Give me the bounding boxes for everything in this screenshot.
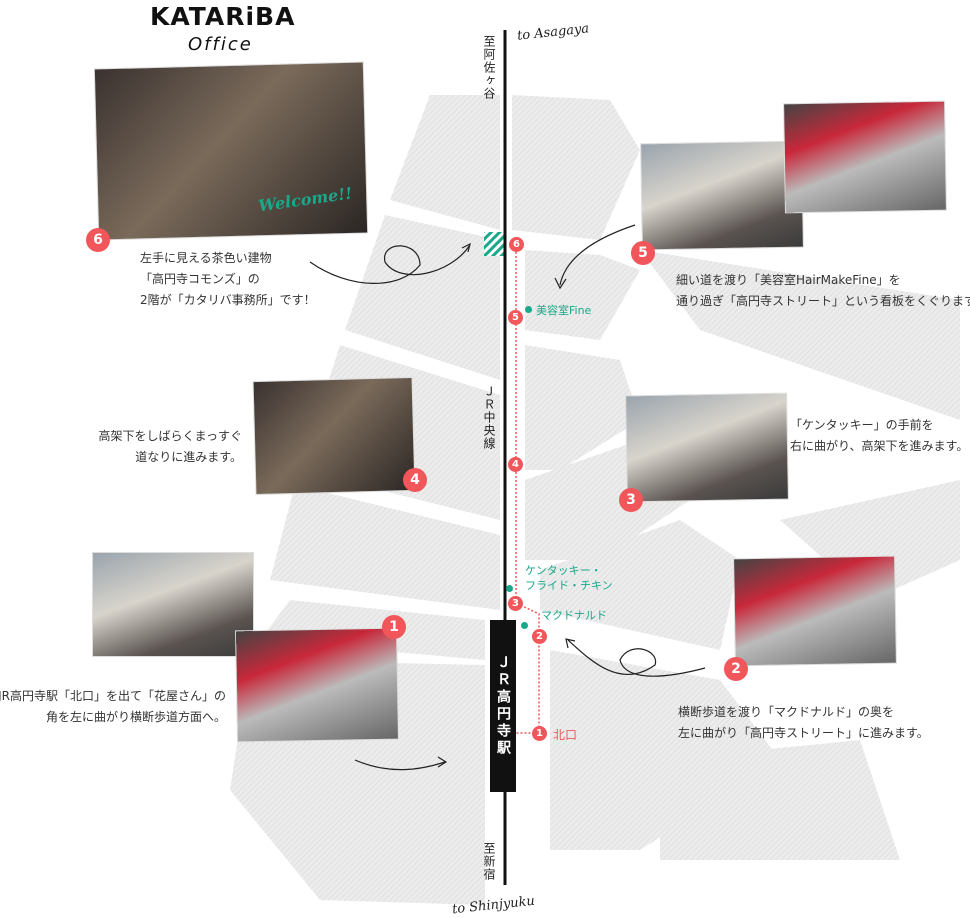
landmark-mcdonalds: マクドナルド bbox=[541, 609, 607, 622]
photo-step-5b bbox=[784, 101, 946, 213]
photo-step-4 bbox=[253, 377, 415, 495]
step-2-description: 横断歩道を渡り「マクドナルド」の奥を 左に曲がり「高円寺ストリート」に進みます。 bbox=[678, 702, 929, 744]
logo-office: Office bbox=[188, 34, 253, 55]
step-1-line-2: 角を左に曲がり横断歩道方面へ。 bbox=[45, 710, 226, 724]
step-6-line-3: 2階が「カタリバ事務所」です！ bbox=[140, 293, 316, 307]
step-3-line-2: 右に曲がり、高架下を進みます。 bbox=[790, 439, 969, 453]
office-building bbox=[484, 232, 506, 256]
step-4-line-1: 高架下をしばらくまっすぐ bbox=[98, 429, 242, 443]
route-marker-5: 5 bbox=[508, 310, 523, 325]
step-4-line-2: 道なりに進みます。 bbox=[135, 450, 242, 464]
step-1-badge: 1 bbox=[382, 615, 406, 639]
step-1-description: JR高円寺駅「北口」を出て「花屋さん」の 角を左に曲がり横断歩道方面へ。 bbox=[0, 686, 226, 728]
step-2-badge: 2 bbox=[724, 657, 748, 681]
photo-step-1b bbox=[236, 628, 398, 742]
landmark-kfc-line1: ケンタッキー・ bbox=[525, 564, 602, 577]
route-marker-6: 6 bbox=[509, 237, 524, 252]
route-marker-3: 3 bbox=[508, 596, 523, 611]
step-6-line-1: 左手に見える茶色い建物 bbox=[140, 251, 272, 265]
step-5-description: 細い道を渡り「美容室HairMakeFine」を 通り過ぎ「高円寺ストリート」と… bbox=[676, 270, 970, 312]
step-6-description: 左手に見える茶色い建物 「高円寺コモンズ」の 2階が「カタリバ事務所」です！ bbox=[140, 248, 316, 311]
step-6-line-2: 「高円寺コモンズ」の bbox=[140, 272, 260, 286]
label-to-asagaya-jp: 至阿佐ヶ谷 bbox=[482, 35, 496, 100]
step-5-badge: 5 bbox=[631, 241, 655, 265]
route-marker-4: 4 bbox=[508, 457, 523, 472]
step-2-line-1: 横断歩道を渡り「マクドナルド」の奥を bbox=[678, 705, 895, 719]
step-5-line-1: 細い道を渡り「美容室HairMakeFine」を bbox=[676, 273, 901, 287]
landmark-kfc-line2: フライド・チキン bbox=[525, 579, 613, 592]
route-path bbox=[505, 244, 540, 734]
step-4-badge: 4 bbox=[403, 468, 427, 492]
photo-step-6 bbox=[94, 62, 368, 240]
step-4-description: 高架下をしばらくまっすぐ 道なりに進みます。 bbox=[98, 426, 242, 468]
photo-step-1a bbox=[93, 553, 253, 656]
photo-step-5a bbox=[641, 141, 803, 250]
mcdonalds-dot bbox=[521, 622, 528, 629]
photo-step-3 bbox=[626, 393, 788, 502]
step-3-description: 「ケンタッキー」の手前を 右に曲がり、高架下を進みます。 bbox=[790, 415, 968, 457]
label-to-shinjuku-jp: 至新宿 bbox=[482, 842, 496, 881]
jr-koenji-station: ＪＲ高円寺駅 bbox=[490, 620, 516, 792]
label-jr-chuo-line: ＪＲ中央線 bbox=[482, 385, 496, 450]
step-6-badge: 6 bbox=[86, 228, 110, 252]
photo-step-2 bbox=[734, 556, 896, 666]
logo-brand: KATARiBA bbox=[150, 2, 296, 31]
salon-dot bbox=[525, 306, 532, 313]
route-marker-2: 2 bbox=[532, 629, 547, 644]
step-3-line-1: 「ケンタッキー」の手前を bbox=[790, 418, 934, 432]
step-1-line-1: JR高円寺駅「北口」を出て「花屋さん」の bbox=[0, 689, 226, 703]
city-blocks bbox=[230, 95, 960, 905]
landmark-north-exit: 北口 bbox=[553, 728, 578, 742]
step-2-line-2: 左に曲がり「高円寺ストリート」に進みます。 bbox=[678, 726, 929, 740]
kfc-dot bbox=[506, 585, 513, 592]
route-marker-1: 1 bbox=[532, 726, 547, 741]
arrows bbox=[309, 224, 706, 771]
landmark-salon: 美容室Fine bbox=[536, 304, 592, 317]
step-3-badge: 3 bbox=[619, 488, 643, 512]
step-5-line-2: 通り過ぎ「高円寺ストリート」という看板をくぐります。 bbox=[676, 294, 970, 308]
